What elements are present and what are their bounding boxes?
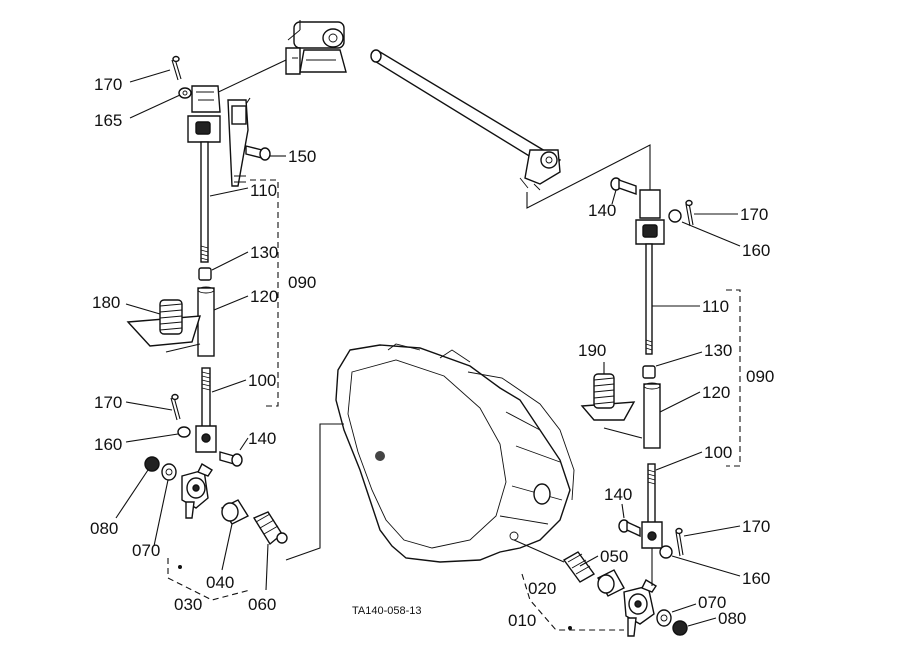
clevis-pin-140-left — [219, 451, 243, 467]
washer-160-bottom-right — [659, 545, 673, 559]
rod-100-right — [647, 463, 656, 525]
label-070-b: 070 — [698, 593, 726, 612]
nut-080-left — [144, 456, 160, 472]
label-100-b: 100 — [704, 443, 732, 462]
label-150: 150 — [288, 147, 316, 166]
label-120-a: 120 — [250, 287, 278, 306]
split-pin-170-bottom-right — [675, 527, 684, 557]
bushing-040 — [220, 499, 250, 525]
label-160-a: 160 — [94, 435, 122, 454]
spring-180 — [126, 299, 201, 353]
clevis-pin-140-top-right — [610, 177, 637, 195]
yoke-top-right — [635, 189, 665, 245]
washer-070-left — [161, 463, 177, 481]
top-bracket — [285, 20, 347, 75]
label-100-a: 100 — [248, 371, 276, 390]
label-060: 060 — [248, 595, 276, 614]
label-165: 165 — [94, 111, 122, 130]
washer-160-top-right — [668, 209, 682, 223]
label-050: 050 — [600, 547, 628, 566]
nut-130-left — [198, 267, 212, 281]
label-180: 180 — [92, 293, 120, 312]
label-140-c: 140 — [604, 485, 632, 504]
washer-070-right — [656, 609, 672, 627]
split-pin-170-top — [171, 55, 182, 81]
split-pin-170-bottom — [170, 393, 181, 421]
label-170-c: 170 — [740, 205, 768, 224]
group-030-bracket — [167, 558, 251, 601]
part-labels: 170 165 150 110 130 090 180 120 100 170 … — [90, 75, 774, 630]
label-020: 020 — [528, 579, 556, 598]
clevis-pin-150 — [245, 145, 271, 161]
label-110-a: 110 — [250, 181, 277, 200]
drawing-code: TA140-058-13 — [352, 605, 422, 617]
rod-110-left — [200, 141, 209, 263]
lever-bottom-right — [623, 579, 657, 637]
lever-bottom-left — [181, 463, 213, 519]
label-040: 040 — [206, 573, 234, 592]
label-130-a: 130 — [250, 243, 278, 262]
label-110-b: 110 — [702, 297, 729, 316]
cross-shaft — [370, 49, 562, 191]
group-010-bracket — [521, 573, 624, 631]
label-160-c: 160 — [742, 569, 770, 588]
turnbuckle-120-left — [197, 287, 215, 357]
spring-190 — [580, 373, 643, 439]
label-030: 030 — [174, 595, 202, 614]
washer-160-left — [177, 426, 191, 438]
label-080-a: 080 — [90, 519, 118, 538]
leader-lines — [115, 69, 741, 627]
yoke-top-left — [187, 85, 221, 143]
fitting-050 — [562, 551, 596, 583]
label-080-b: 080 — [718, 609, 746, 628]
bushing-020 — [597, 569, 625, 597]
label-070-a: 070 — [132, 541, 160, 560]
label-130-b: 130 — [704, 341, 732, 360]
group-090-right-bracket — [726, 289, 741, 467]
label-090-a: 090 — [288, 273, 316, 292]
nut-130-right — [642, 365, 656, 379]
label-170-a: 170 — [94, 75, 122, 94]
clevis-pin-140-bottom-right — [618, 519, 641, 538]
label-140-b: 140 — [588, 201, 616, 220]
label-140-a: 140 — [248, 429, 276, 448]
label-120-b: 120 — [702, 383, 730, 402]
lever-arm — [227, 97, 251, 187]
washer-165 — [178, 87, 192, 99]
rod-100-left — [201, 367, 211, 429]
yoke-bottom-right — [641, 521, 663, 549]
label-010: 010 — [508, 611, 536, 630]
nut-080-right — [672, 620, 688, 636]
label-170-d: 170 — [742, 517, 770, 536]
yoke-bottom-left — [195, 425, 217, 453]
label-090-b: 090 — [746, 367, 774, 386]
label-190: 190 — [578, 341, 606, 360]
transmission-housing — [335, 343, 575, 563]
fitting-060 — [252, 511, 288, 546]
rod-110-right — [645, 243, 653, 355]
group-090-left-bracket — [250, 179, 279, 407]
label-160-b: 160 — [742, 241, 770, 260]
label-170-b: 170 — [94, 393, 122, 412]
split-pin-170-top-right — [685, 199, 694, 227]
turnbuckle-120-right — [643, 383, 661, 449]
